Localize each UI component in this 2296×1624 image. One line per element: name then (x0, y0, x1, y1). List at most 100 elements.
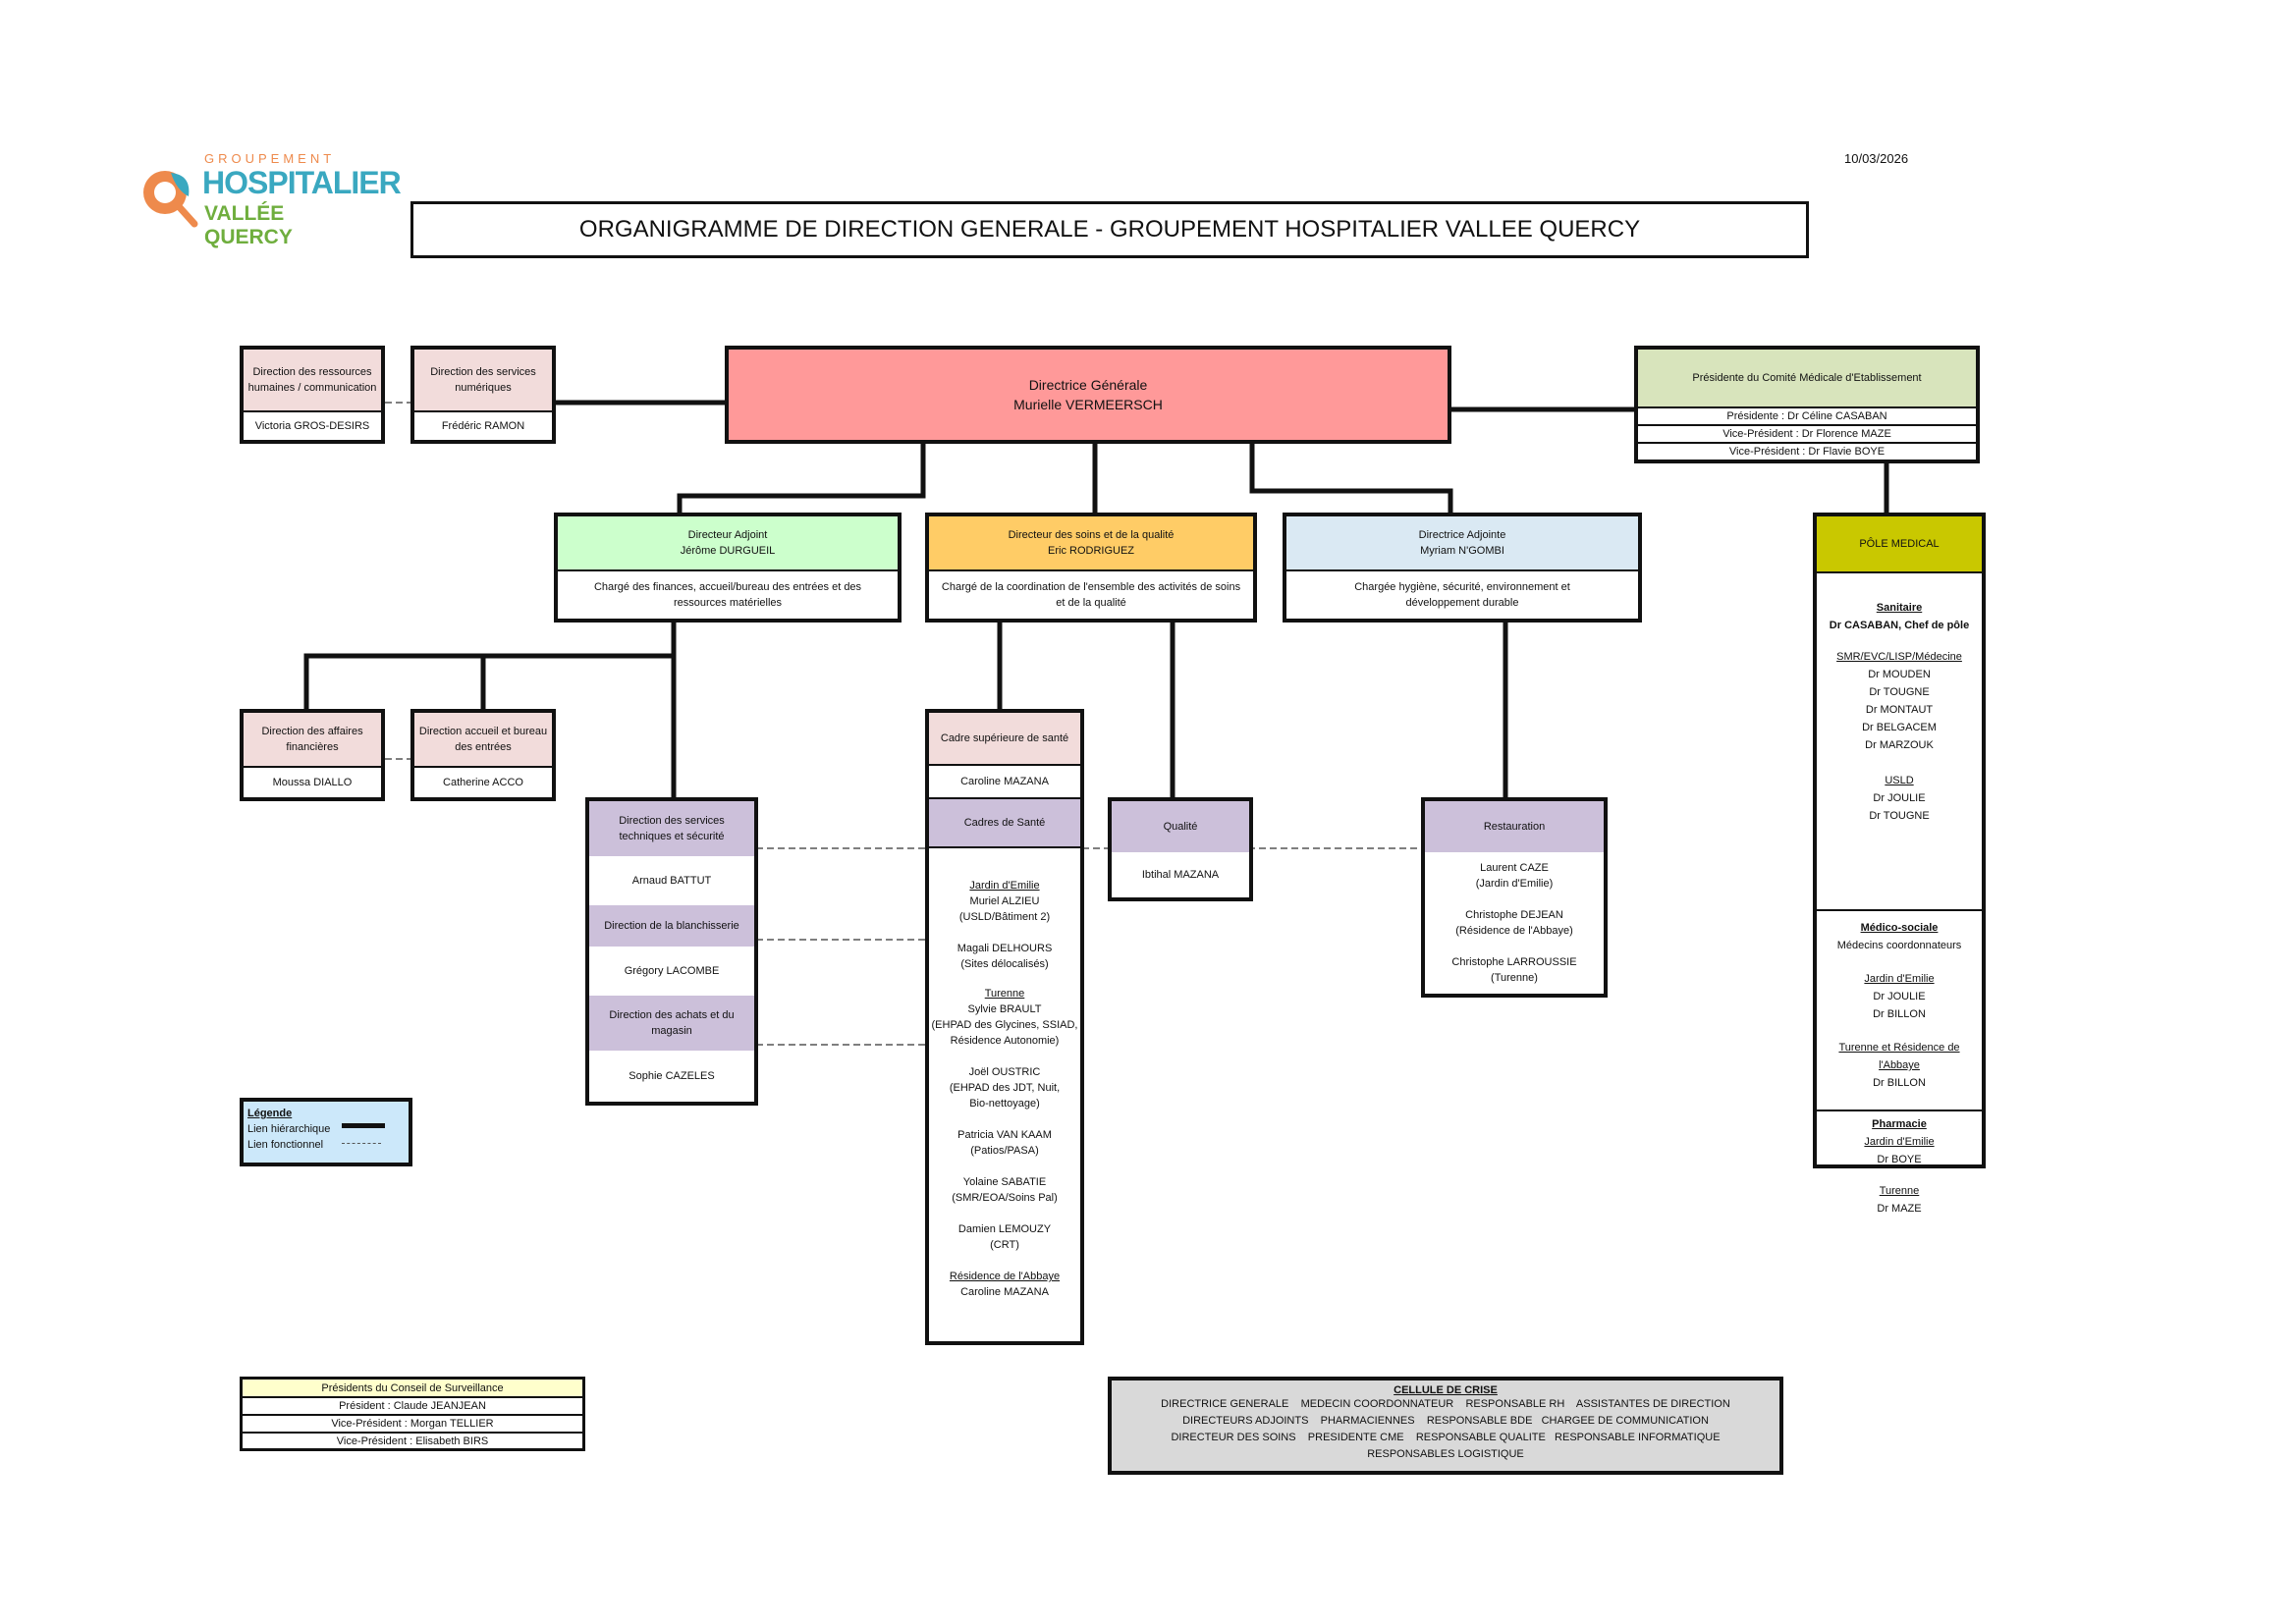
accueil-title: Direction accueil et bureau des entrées (414, 713, 552, 766)
cadre-line: Joël OUSTRIC (968, 1066, 1041, 1078)
cadre-line: (USLD/Bâtiment 2) (958, 911, 1051, 923)
tech-title-3: Direction des achats et du magasin (589, 996, 754, 1051)
qualite-box: Qualité Ibtihal MAZANA (1108, 797, 1253, 901)
cadre-line: Damien LEMOUZY (957, 1223, 1052, 1235)
cadre-line: Patricia VAN KAAM (957, 1129, 1052, 1141)
finances-title: Direction des affaires financières (244, 713, 381, 766)
medico-doc: Dr BILLON (1873, 1008, 1926, 1020)
finances-name: Moussa DIALLO (244, 766, 381, 797)
tech-title-2: Direction de la blanchisserie (589, 905, 754, 947)
logo: GROUPEMENT HOSPITALIER VALLÉE QUERCY (137, 149, 402, 248)
tech-box: Direction des services techniques et séc… (585, 797, 758, 1106)
accueil-box: Direction accueil et bureau des entrées … (410, 709, 556, 801)
sanitaire-doc: Dr MOUDEN (1868, 669, 1931, 680)
legende-title: Légende (247, 1108, 293, 1119)
pole-medico: Médico-sociale Médecins coordonnateurs J… (1817, 909, 1982, 1110)
crise-row-2: DIRECTEURS ADJOINTS PHARMACIENNES RESPON… (1182, 1415, 1709, 1427)
pharmacie-head: Pharmacie (1872, 1118, 1927, 1130)
ngombi-desc: Chargée hygiène, sécurité, environnement… (1286, 569, 1638, 619)
restauration-line (1425, 892, 1604, 907)
sanitaire-doc: Dr TOUGNE (1869, 686, 1930, 698)
rodriguez-name: Eric RODRIGUEZ (1048, 545, 1134, 557)
restauration-line: (Jardin d'Emilie) (1475, 878, 1554, 890)
conseil-row-3: Vice-Président : Elisabeth BIRS (243, 1432, 582, 1448)
cadre-line (929, 1206, 1080, 1221)
rh-name: Victoria GROS-DESIRS (244, 410, 381, 440)
legende-fonc: Lien fonctionnel (247, 1139, 324, 1151)
cadre-line: (Patios/PASA) (970, 1145, 1039, 1157)
restauration-line: Laurent CAZE (1480, 862, 1549, 874)
sanitaire-doc: Dr BELGACEM (1862, 722, 1937, 733)
sanitaire-sub1: SMR/EVC/LISP/Médecine (1836, 651, 1962, 663)
pharmacie-doc: Dr MAZE (1877, 1203, 1922, 1215)
pharmacie-sub2: Turenne (1879, 1185, 1920, 1197)
pharmacie-doc: Dr BOYE (1877, 1154, 1922, 1165)
conseil-title: Présidents du Conseil de Surveillance (243, 1380, 582, 1396)
cadres-group-turenne: Sylvie BRAULT(EHPAD des Glycines, SSIAD,… (929, 1001, 1080, 1253)
logo-line1: GROUPEMENT (204, 151, 336, 166)
sanitaire-doc: Dr MONTAUT (1865, 704, 1934, 716)
qualite-title: Qualité (1112, 801, 1249, 852)
restauration-line (1425, 939, 1604, 954)
medico-sub1: Jardin d'Emilie (1864, 973, 1935, 985)
cadre-line: Bio-nettoyage) (969, 1098, 1040, 1110)
sanitaire-doc: Dr JOULIE (1873, 792, 1926, 804)
sanitaire-chef: Dr CASABAN, Chef de pôle (1829, 620, 1970, 631)
medico-head: Médico-sociale (1860, 922, 1939, 934)
restauration-line: (Turenne) (1491, 972, 1538, 984)
hierarchical-links (303, 400, 1889, 797)
restauration-line: (Résidence de l'Abbaye) (1455, 925, 1573, 937)
logo-line2: HOSPITALIER (202, 165, 402, 200)
page-title: ORGANIGRAMME DE DIRECTION GENERALE - GRO… (410, 201, 1809, 258)
restauration-line: Christophe LARROUSSIE (1451, 956, 1577, 968)
pole-title: PÔLE MEDICAL (1817, 516, 1982, 571)
rh-title: Direction des ressources humaines / comm… (244, 350, 381, 410)
ngombi-box: Directrice Adjointe Myriam N'GOMBI Charg… (1283, 513, 1642, 623)
cme-row-1: Présidente : Dr Céline CASABAN (1638, 406, 1976, 424)
tech-name-3: Sophie CAZELES (629, 1070, 715, 1082)
numerique-title: Direction des services numériques (414, 350, 552, 410)
legende-fonc-line (342, 1143, 381, 1144)
cadre-line: (SMR/EOA/Soins Pal) (952, 1192, 1058, 1204)
ngombi-name: Myriam N'GOMBI (1420, 545, 1504, 557)
finances-box: Direction des affaires financières Mouss… (240, 709, 385, 801)
restauration-line: Christophe DEJEAN (1465, 909, 1563, 921)
cadre-line (929, 1049, 1080, 1064)
cadre-line: Yolaine SABATIE (962, 1176, 1047, 1188)
crise-row-3: DIRECTEUR DES SOINS PRESIDENTE CME RESPO… (1171, 1432, 1721, 1443)
dg-box: Directrice Générale Murielle VERMEERSCH (725, 346, 1451, 444)
link-durgueil-finances (303, 622, 677, 709)
accueil-name: Catherine ACCO (414, 766, 552, 797)
crise-row-4: RESPONSABLES LOGISTIQUE (1367, 1448, 1524, 1460)
durgueil-title: Directeur Adjoint (687, 529, 768, 541)
soins-box: Cadre supérieure de santé Caroline MAZAN… (925, 709, 1084, 1345)
ngombi-title: Directrice Adjointe (1418, 529, 1506, 541)
medico-sub2: Turenne et Résidence de l'Abbaye (1838, 1042, 1960, 1071)
crise-row-1: DIRECTRICE GENERALE MEDECIN COORDONNATEU… (1161, 1398, 1730, 1410)
pole-medical-box: PÔLE MEDICAL Sanitaire Dr CASABAN, Chef … (1813, 513, 1986, 1215)
medico-doc: Dr BILLON (1873, 1077, 1926, 1089)
cme-row-2: Vice-Président : Dr Florence MAZE (1638, 424, 1976, 442)
sanitaire-doc: Dr TOUGNE (1869, 810, 1930, 822)
cadres-group-abbaye: Caroline MAZANA (929, 1284, 1080, 1300)
cadres-group-jardin: Muriel ALZIEU(USLD/Bâtiment 2)Magali DEL… (929, 893, 1080, 972)
legende-hier-line (342, 1123, 385, 1128)
site-abbaye: Résidence de l'Abbaye (949, 1271, 1061, 1282)
medico-doc: Dr JOULIE (1873, 991, 1926, 1002)
cme-title: Présidente du Comité Médicale d'Etabliss… (1638, 350, 1976, 406)
cadres-list: Jardin d'Emilie Muriel ALZIEU(USLD/Bâtim… (929, 846, 1080, 1300)
pole-sanitaire: Sanitaire Dr CASABAN, Chef de pôle SMR/E… (1817, 571, 1982, 909)
date-label: 10/03/2026 (1844, 151, 1909, 166)
link-dg-durgueil (677, 442, 926, 514)
cadre-line: (Sites délocalisés) (960, 958, 1049, 970)
conseil-row-2: Vice-Président : Morgan TELLIER (243, 1414, 582, 1432)
tech-name-2: Grégory LACOMBE (624, 965, 720, 977)
cadre-line: (EHPAD des JDT, Nuit, (949, 1082, 1061, 1094)
cadre-sup-name: Caroline MAZANA (929, 764, 1080, 797)
crise-title: CELLULE DE CRISE (1394, 1384, 1498, 1396)
durgueil-name: Jérôme DURGUEIL (680, 545, 776, 557)
cadre-line: Résidence Autonomie) (950, 1035, 1060, 1047)
link-dg-ngombi (1249, 442, 1453, 514)
pole-pharmacie: Pharmacie Jardin d'Emilie Dr BOYE Turenn… (1817, 1110, 1982, 1218)
